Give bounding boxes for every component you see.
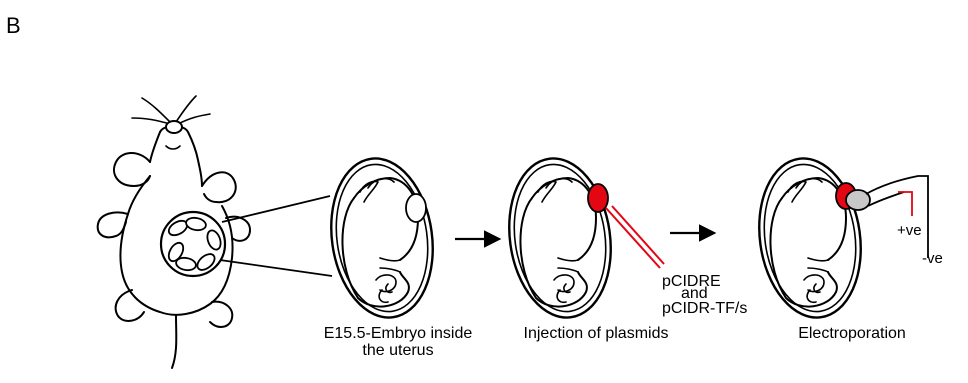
caption-step1-line1: E15.5-Embryo inside bbox=[324, 325, 473, 342]
zoom-line-bottom bbox=[220, 260, 332, 276]
negative-electrode-label: -ve bbox=[922, 250, 943, 267]
caption-step1-line2: the uterus bbox=[362, 342, 433, 359]
brain-region bbox=[406, 194, 426, 222]
injected-brain-region bbox=[588, 184, 608, 212]
embryo-step3 bbox=[749, 152, 870, 324]
caption-step3: Electroporation bbox=[798, 325, 906, 342]
embryo-step2 bbox=[499, 152, 620, 324]
electrode-wire-inner bbox=[868, 192, 904, 206]
caption-step2: Injection of plasmids bbox=[524, 325, 669, 342]
panel-letter: B bbox=[6, 13, 21, 38]
mouse-illustration bbox=[98, 96, 250, 368]
plasmid-label-3: pCIDR-TF/s bbox=[662, 300, 747, 317]
zoom-line-top bbox=[222, 196, 330, 222]
electrode-wire-outer bbox=[866, 176, 928, 258]
electrode-wire-positive bbox=[898, 192, 912, 216]
embryo-step1 bbox=[321, 152, 442, 324]
positive-electrode-label: +ve bbox=[897, 222, 922, 239]
injection-needle-b bbox=[612, 206, 664, 264]
injection-needle-a bbox=[606, 208, 660, 268]
